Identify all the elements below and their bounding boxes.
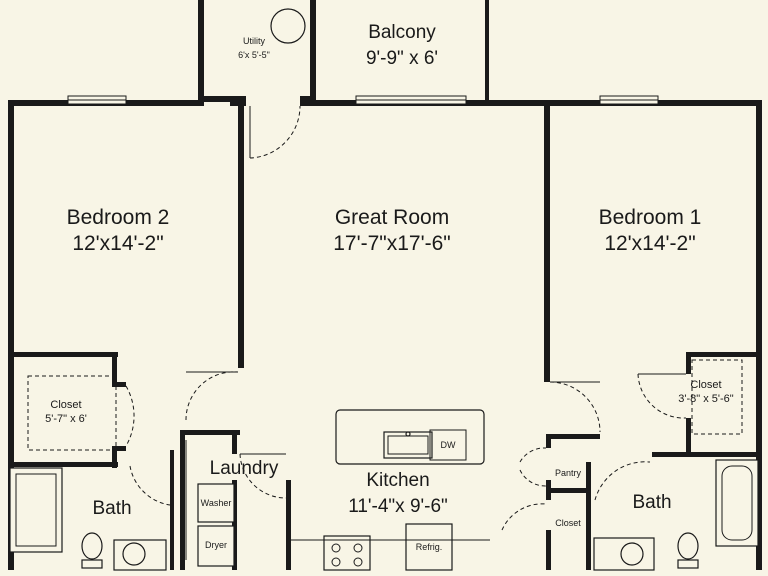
utility-size: 6'x 5'-5" (238, 50, 270, 60)
bedroom2-size: 12'x14'-2" (72, 232, 163, 255)
toilet-icon (81, 532, 103, 560)
dryer-icon (197, 525, 235, 567)
bath-left-label: Bath (92, 498, 131, 519)
dishwasher-label: DW (441, 440, 456, 450)
bedroom2-label: Bedroom 2 (67, 206, 170, 229)
washer-icon (197, 483, 235, 523)
closet-center-label: Closet (555, 518, 581, 528)
bedroom1-label: Bedroom 1 (599, 206, 702, 229)
closet-left-label: Closet (50, 399, 81, 411)
kitchen-label: Kitchen (366, 470, 429, 491)
refrigerator-icon (405, 523, 453, 571)
tub-icon (9, 467, 63, 553)
doors (125, 105, 687, 560)
pantry-label: Pantry (555, 468, 582, 478)
closet-right-size: 3'-8" x 5'-6" (678, 393, 734, 405)
water-heater-icon (270, 8, 306, 44)
laundry-fixtures: Washer Dryer (197, 483, 235, 567)
bedroom1-size: 12'x14'-2" (604, 232, 695, 255)
closet-left-size: 5'-7" x 6' (45, 413, 87, 425)
washer-label: Washer (201, 498, 232, 508)
balcony-label: Balcony (368, 22, 436, 43)
kitchen-size: 11'-4"x 9'-6" (348, 496, 448, 517)
range-icon (323, 535, 371, 571)
dryer-label: Dryer (205, 540, 227, 550)
windows (67, 95, 659, 105)
closet-right-label: Closet (690, 379, 721, 391)
great-room-label: Great Room (335, 206, 449, 229)
balcony-size: 9'-9" x 6' (366, 48, 438, 69)
bath-right-fixtures (593, 459, 759, 571)
tub-icon (715, 459, 759, 547)
bath-right-label: Bath (632, 492, 671, 513)
toilet-icon (677, 532, 699, 560)
refrigerator-label: Refrig. (416, 542, 443, 552)
kitchen-fixtures: DW Refrig. (290, 409, 490, 571)
bath-left-fixtures (9, 467, 167, 571)
utility-label: Utility (243, 36, 265, 46)
laundry-label: Laundry (210, 458, 279, 479)
great-room-size: 17'-7"x17'-6" (333, 232, 451, 255)
utility-room: Utility 6'x 5'-5" (238, 8, 306, 60)
